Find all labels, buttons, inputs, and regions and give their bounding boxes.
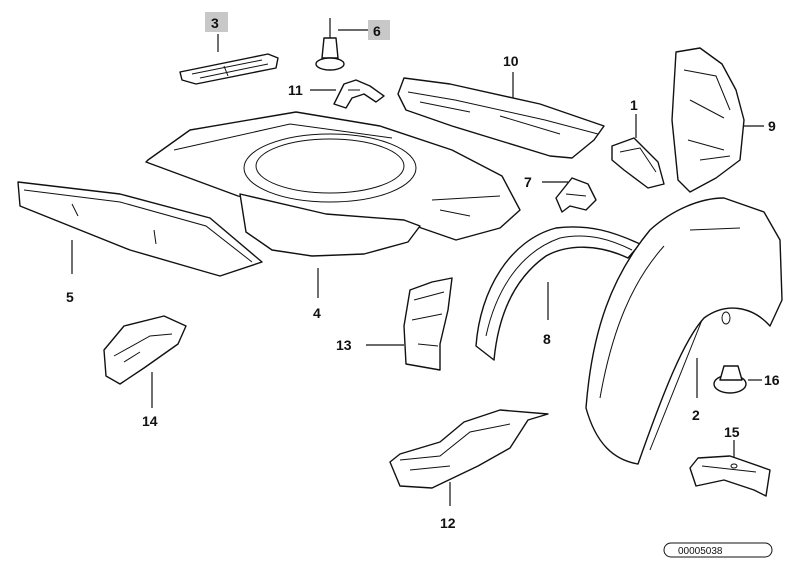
callout-2: 2 [692,407,700,423]
part-13-bracket: 13 [336,277,453,371]
part-3-cover: 3 [179,12,279,85]
part-15-bracket: 15 [689,424,771,497]
reference-number: 00005038 [678,546,723,557]
part-14-bracket: 14 [103,315,187,429]
callout-15: 15 [724,424,740,440]
callout-7: 7 [524,174,532,190]
callout-11: 11 [288,82,303,98]
part-5-rail: 5 [17,181,263,305]
callout-13: 13 [336,337,352,353]
part-11-bracket: 11 [288,79,385,109]
callout-14: 14 [142,413,158,429]
part-4-floor-pan: 4 [145,111,521,321]
callout-8: 8 [543,331,551,347]
part-9-side-panel: 9 [671,47,776,193]
callout-3: 3 [211,15,219,31]
part-6-grommet: 6 [315,18,390,71]
callout-10: 10 [503,53,519,69]
part-16-clip: 16 [713,365,780,394]
reference-number-box: 00005038 [663,542,773,558]
callout-5: 5 [66,289,74,305]
callout-1: 1 [630,97,638,113]
callout-4: 4 [313,305,321,321]
part-10-channel: 10 [397,53,605,159]
part-7-bracket: 7 [524,174,597,213]
callout-9: 9 [768,118,776,134]
part-2-outer-wheel-arch: 2 [585,197,783,465]
part-1-reinforcement: 1 [611,97,665,189]
callout-6: 6 [373,23,381,39]
callout-16: 16 [764,372,780,388]
part-12-duct: 12 [389,409,549,531]
callout-12: 12 [440,515,456,531]
